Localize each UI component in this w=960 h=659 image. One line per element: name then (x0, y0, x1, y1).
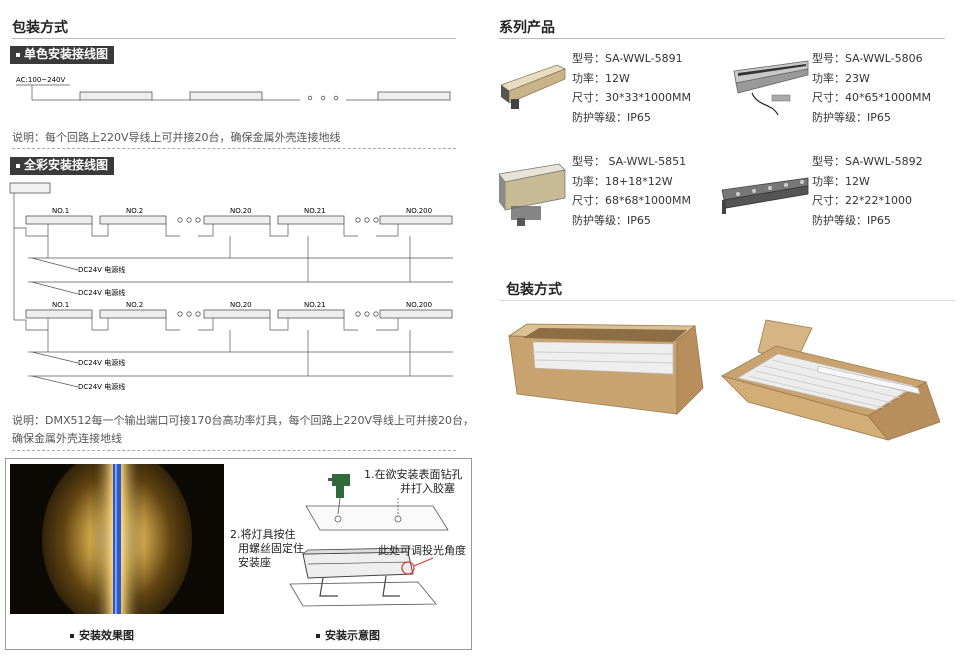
dc24v-label: DC24V 电源线 (78, 358, 125, 367)
fullcolor-note-line2: 确保金属外壳连接地线 (12, 432, 122, 445)
installation-panel (5, 458, 472, 650)
fullcolor-wiring-diagram: NO.1 NO.2 NO.20 NO.21 NO.200 DC24V 电源线 D… (9, 182, 453, 391)
fixture-label: NO.1 (52, 301, 69, 309)
product-spec-5892: 型号：SA-WWL-5892 功率：12W 尺寸：22*22*1000 防护等级… (812, 152, 923, 230)
fullcolor-note-line1: 说明：DMX512每一个输出端口可接170台高功率灯具，每个回路上220V导线上… (12, 414, 475, 427)
mono-wiring-note: 说明：每个回路上220V导线上可并接20台，确保金属外壳连接地线 (12, 131, 341, 144)
fullcolor-wiring-tag-label: 全彩安装接线图 (24, 158, 109, 172)
caption-effect-label: 安装效果图 (79, 629, 134, 642)
fixture-label: NO.21 (304, 301, 326, 309)
product-spec-5891: 型号：SA-WWL-5891 功率：12W 尺寸：30*33*1000MM 防护… (572, 49, 691, 127)
fixture-label: NO.200 (406, 301, 432, 309)
caption-effect: 安装效果图 (70, 627, 134, 643)
product-size: 尺寸：40*65*1000MM (812, 91, 931, 104)
fixture-label: NO.200 (406, 207, 432, 215)
product-spec-5806: 型号：SA-WWL-5806 功率：23W 尺寸：40*65*1000MM 防护… (812, 49, 931, 127)
product-image-5891 (500, 64, 566, 109)
step1-line2: 并打入胶塞 (400, 482, 455, 495)
step1-line1: 1.在欲安装表面钻孔 (364, 468, 463, 481)
mono-wiring-diagram: AC:100~240V (16, 76, 451, 101)
fullcolor-wiring-tag: 全彩安装接线图 (10, 157, 115, 175)
product-image-5806 (733, 60, 809, 116)
packaging-title: 包装方式 (506, 282, 562, 298)
dmx-controller (9, 182, 51, 194)
package-photo-open-box (507, 323, 704, 415)
fixture-label: NO.20 (230, 301, 252, 309)
dc24v-label: DC24V 电源线 (78, 382, 125, 391)
product-model: 型号：SA-WWL-5892 (812, 155, 923, 168)
step2-annotation: 2.将灯具按住 用螺丝固定住 安装座 (230, 528, 304, 570)
step1-annotation: 1.在欲安装表面钻孔 并打入胶塞 (364, 468, 463, 496)
fixture-label: NO.20 (230, 207, 252, 215)
package-photo-filled-box (720, 319, 941, 441)
caption-diagram-label: 安装示意图 (325, 629, 380, 642)
product-spec-5851: 型号： SA-WWL-5851 功率：18+18*12W 尺寸：68*68*10… (572, 152, 691, 230)
product-ip: 防护等级：IP65 (572, 110, 651, 124)
product-model: 型号：SA-WWL-5806 (812, 52, 923, 65)
caption-diagram: 安装示意图 (316, 627, 380, 643)
fixture-label: NO.2 (126, 207, 143, 215)
drill-icon (328, 474, 350, 498)
product-size: 尺寸：30*33*1000MM (572, 91, 691, 104)
install-effect-photo (10, 464, 224, 614)
step2-line1: 2.将灯具按住 (230, 528, 296, 541)
right-title-divider (499, 38, 945, 39)
product-image-5851 (498, 163, 566, 226)
product-model: 型号： SA-WWL-5851 (572, 155, 687, 168)
step2-line2: 用螺丝固定住 (238, 542, 304, 555)
fixture-label: NO.21 (304, 207, 326, 215)
product-ip: 防护等级：IP65 (812, 110, 891, 124)
step2-line3: 安装座 (238, 556, 271, 569)
product-ip: 防护等级：IP65 (812, 213, 891, 227)
dc24v-label: DC24V 电源线 (78, 288, 125, 297)
product-power: 功率：12W (812, 174, 870, 188)
angle-annotation: 此处可调投光角度 (378, 544, 466, 557)
mono-wiring-tag-label: 单色安装接线图 (24, 47, 109, 61)
product-size: 尺寸：68*68*1000MM (572, 194, 691, 207)
mono-note-divider (12, 148, 456, 149)
right-section-title: 系列产品 (499, 20, 555, 36)
packaging-divider (499, 300, 955, 301)
fullcolor-note-divider (12, 450, 456, 451)
product-power: 功率：23W (812, 71, 870, 85)
left-title-divider (12, 38, 456, 39)
product-image-5892 (721, 177, 809, 214)
fixture-label: NO.2 (126, 301, 143, 309)
fixture-label: NO.1 (52, 207, 69, 215)
product-power: 功率：12W (572, 71, 630, 85)
product-ip: 防护等级：IP65 (572, 213, 651, 227)
ac-voltage-label: AC:100~240V (16, 76, 65, 84)
mono-wiring-tag: 单色安装接线图 (10, 46, 115, 64)
install-schematic (289, 474, 449, 607)
dc24v-label: DC24V 电源线 (78, 265, 125, 274)
left-section-title: 包装方式 (12, 20, 68, 36)
product-power: 功率：18+18*12W (572, 174, 673, 188)
product-size: 尺寸：22*22*1000 (812, 194, 912, 207)
product-model: 型号：SA-WWL-5891 (572, 52, 683, 65)
